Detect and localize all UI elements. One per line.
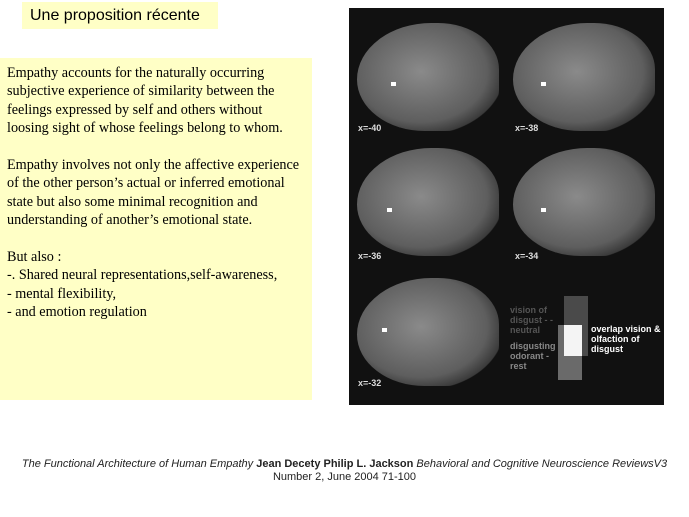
citation-journal: Behavioral and Cognitive Neuroscience Re…	[416, 458, 668, 470]
slice-label: x=-40	[358, 123, 382, 133]
brain-slice	[513, 148, 655, 256]
slice-label: x=-36	[358, 251, 382, 261]
citation-title: The Functional Architecture of Human Emp…	[21, 458, 254, 470]
activation-spot	[387, 208, 392, 212]
but-also-heading: But also :	[7, 249, 62, 266]
legend-overlap: overlap vision & olfaction of disgust	[591, 324, 661, 354]
brain-slice	[357, 278, 499, 386]
slice-label: x=-32	[358, 378, 382, 388]
legend-vision: vision of disgust - - neutral	[510, 305, 553, 335]
list-item: - and emotion regulation	[7, 304, 147, 321]
citation: The Functional Architecture of Human Emp…	[0, 458, 689, 484]
legend-odorant: disgusting odorant -rest	[510, 341, 556, 371]
list-item: -. Shared neural representations,self-aw…	[7, 267, 278, 284]
brain-slice	[513, 23, 655, 131]
brain-figure: x=-40 x=-38 x=-36 x=-34 x=-32 vision of …	[349, 8, 664, 405]
legend-bar-overlap	[564, 325, 582, 356]
citation-authors: Jean Decety Philip L. Jackson	[256, 458, 414, 470]
activation-spot	[541, 208, 546, 212]
activation-spot	[382, 328, 387, 332]
brain-slice	[357, 23, 499, 131]
activation-spot	[391, 82, 396, 86]
slice-label: x=-34	[515, 251, 539, 261]
text-box: Empathy accounts for the naturally occur…	[0, 58, 312, 400]
list-item: - mental flexibility,	[7, 285, 117, 302]
slice-label: x=-38	[515, 123, 539, 133]
slide-title: Une proposition récente	[22, 2, 218, 29]
brain-slice	[357, 148, 499, 256]
citation-line2: Number 2, June 2004 71-100	[272, 471, 417, 483]
activation-spot	[541, 82, 546, 86]
paragraph-2: Empathy involves not only the affective …	[7, 157, 300, 229]
paragraph-1: Empathy accounts for the naturally occur…	[7, 65, 283, 137]
